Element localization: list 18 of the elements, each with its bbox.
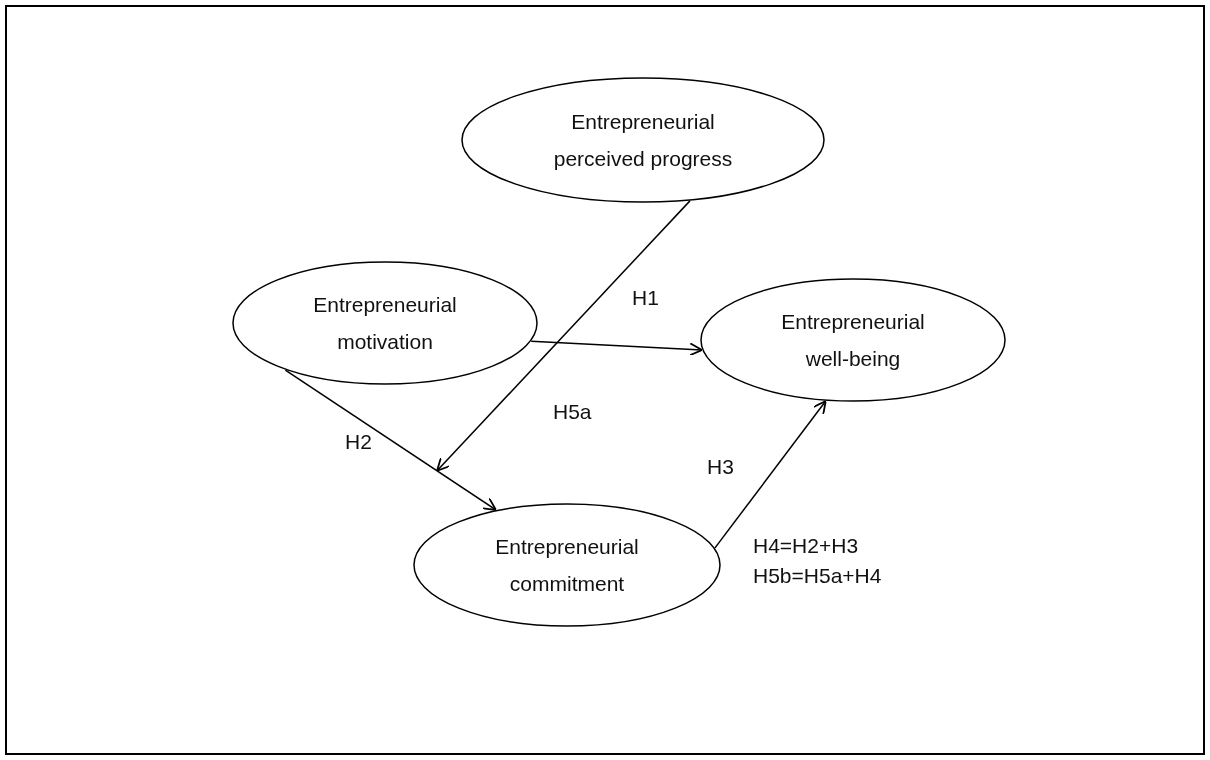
edge-label: H1 xyxy=(632,286,659,310)
node-label: Entrepreneurial perceived progress xyxy=(552,109,734,172)
edge-label: H3 xyxy=(707,455,734,479)
edge-label: H2 xyxy=(345,430,372,454)
arrow xyxy=(284,369,497,511)
edge-label: H5a xyxy=(553,400,592,424)
note-text: H4=H2+H3 xyxy=(753,534,859,558)
node-label: Entrepreneurial well-being xyxy=(780,309,926,372)
arrow xyxy=(530,340,703,357)
arrow xyxy=(436,200,691,472)
note-text: H5b=H5a+H4 xyxy=(753,564,882,588)
node-label: Entrepreneurial commitment xyxy=(494,534,640,597)
ellipse-node xyxy=(413,503,721,627)
ellipse-node xyxy=(461,77,825,203)
ellipse-node xyxy=(700,278,1006,402)
ellipse-node xyxy=(232,261,538,385)
arrow xyxy=(714,400,827,549)
node-label: Entrepreneurial motivation xyxy=(312,292,458,355)
